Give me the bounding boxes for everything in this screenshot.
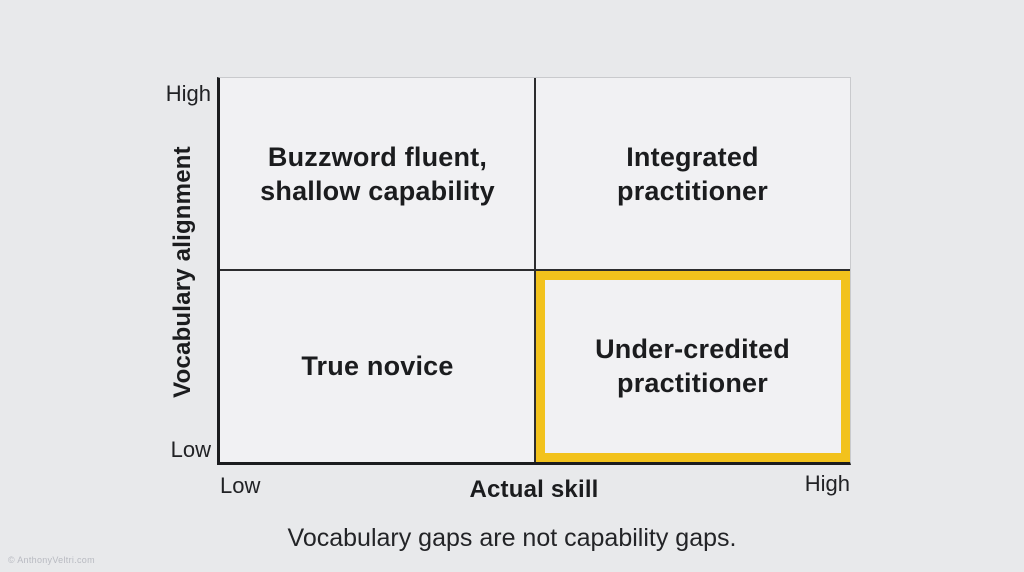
x-axis-tick-low: Low: [220, 473, 261, 498]
x-axis-tick-high: High: [804, 471, 850, 496]
y-axis-tick-low: Low: [170, 437, 211, 462]
x-axis-label: Actual skill: [469, 476, 599, 503]
y-axis-tick-high: High: [165, 81, 211, 106]
quadrant-bottom-right-label: Under-credited practitioner: [595, 333, 790, 398]
quadrant-top-right-label: Integrated practitioner: [617, 141, 768, 206]
watermark: © AnthonyVeltri.com: [8, 555, 95, 565]
quadrant-grid: Buzzword fluent, shallow capability Inte…: [220, 78, 850, 462]
y-axis-label: Vocabulary alignment: [169, 146, 196, 398]
horizontal-midline: [220, 269, 850, 271]
plot-area: Buzzword fluent, shallow capability Inte…: [217, 77, 851, 465]
quadrant-top-left-label: Buzzword fluent, shallow capability: [260, 141, 495, 206]
caption: Vocabulary gaps are not capability gaps.: [287, 524, 737, 552]
quadrant-bottom-left-label: True novice: [301, 350, 454, 381]
